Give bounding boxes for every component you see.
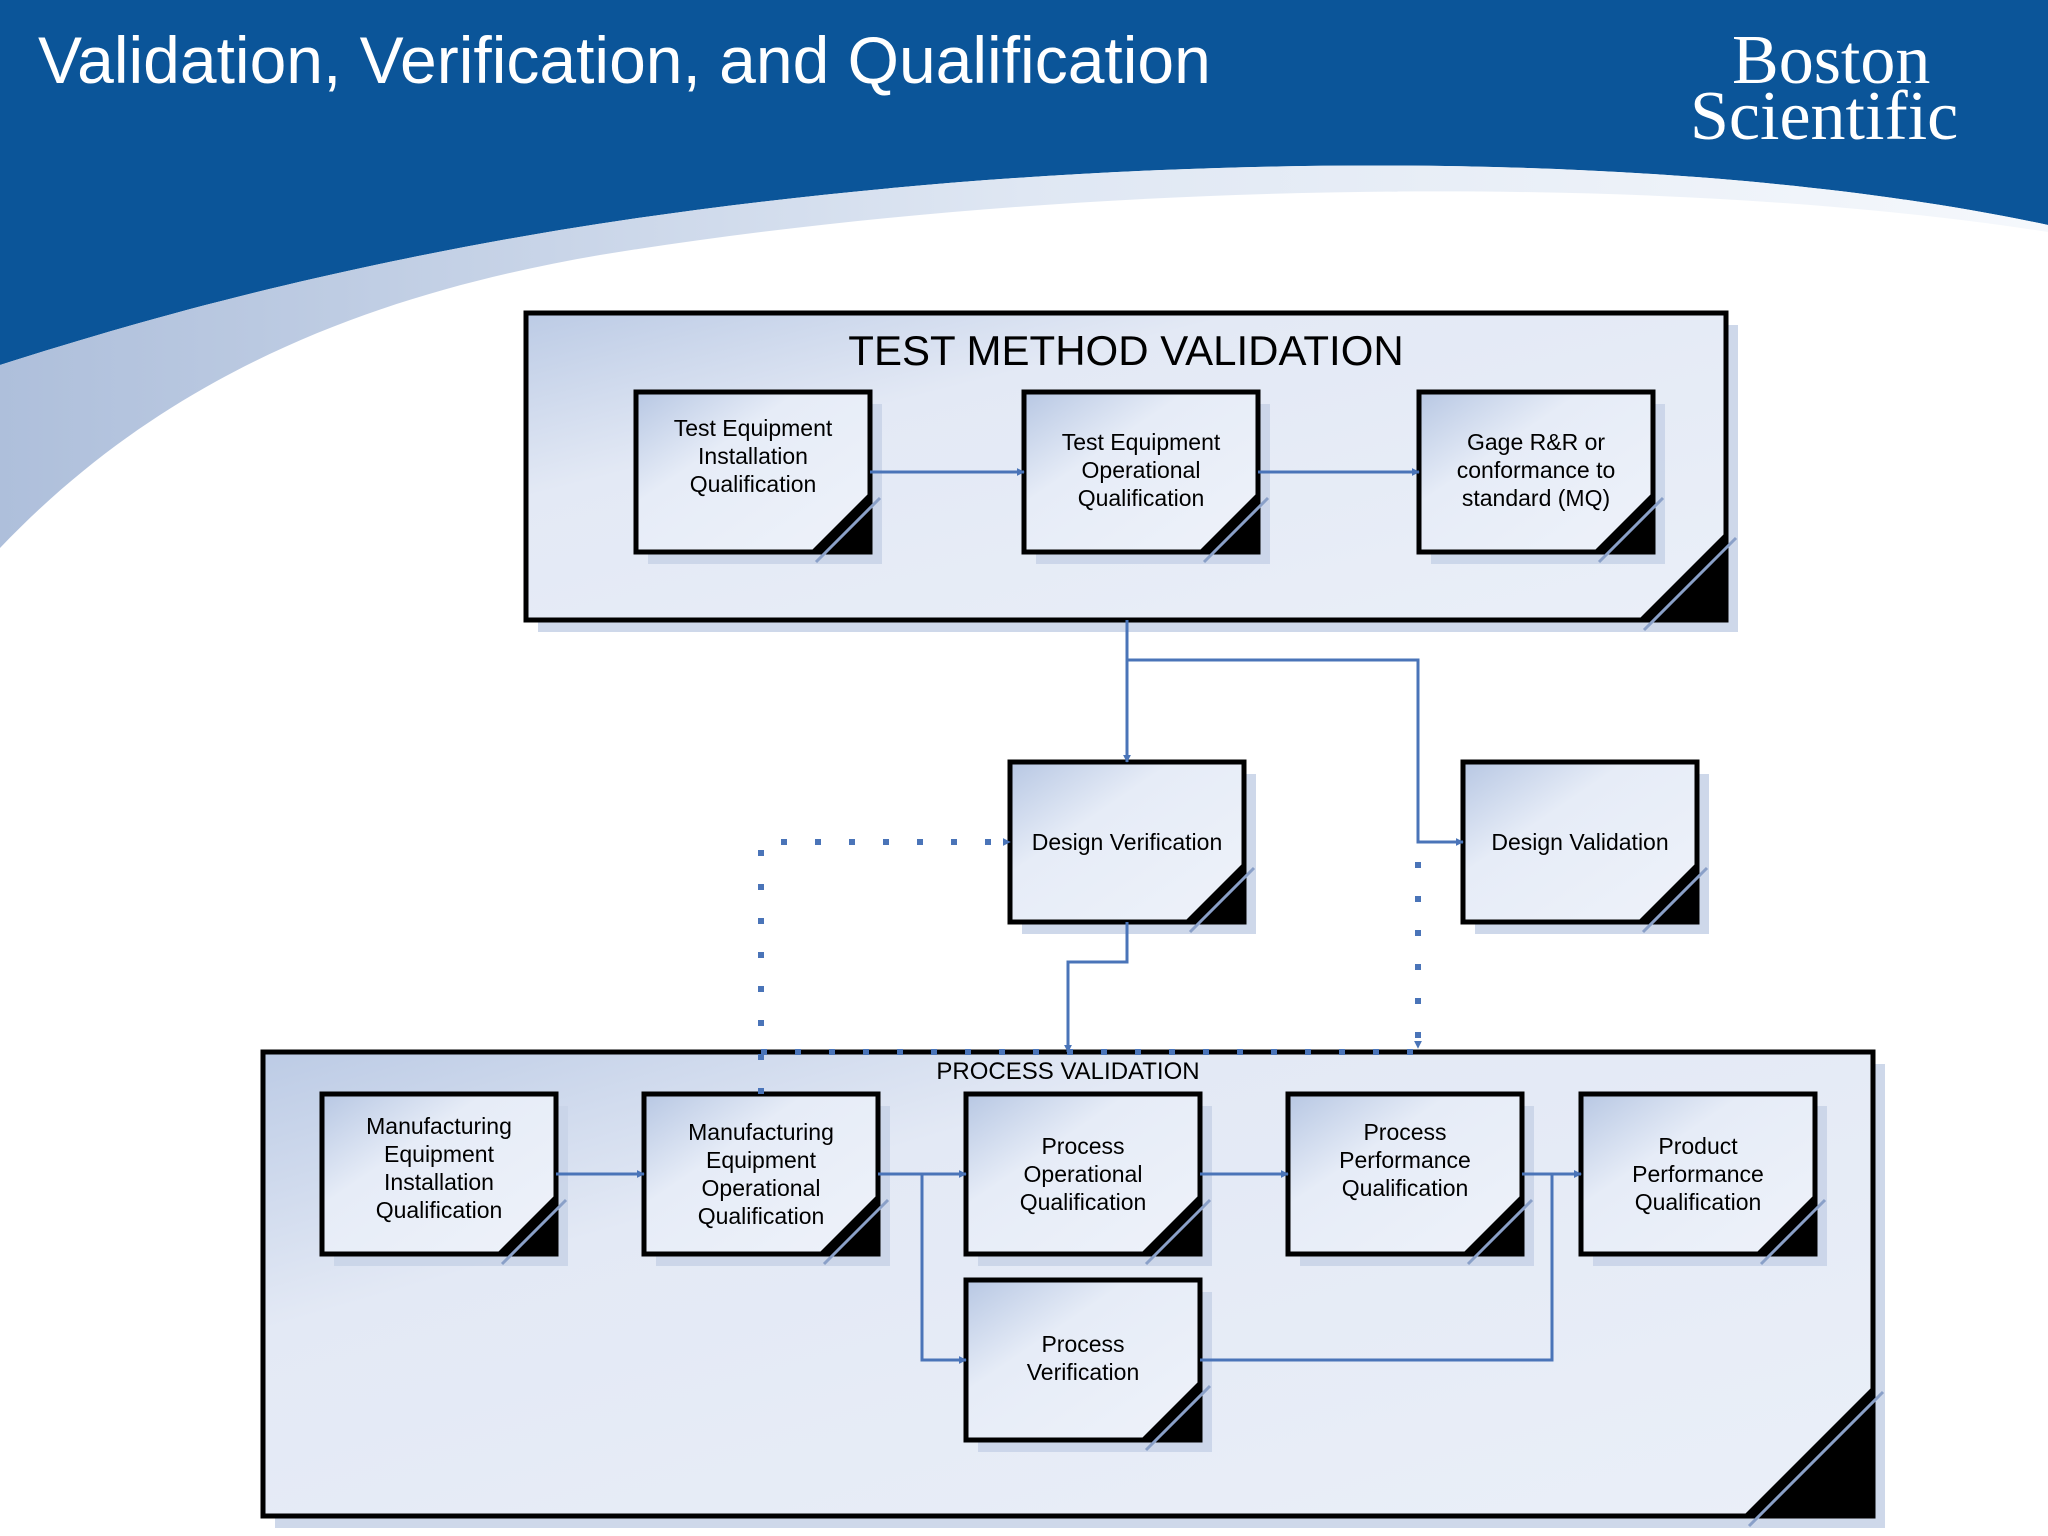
arrow-process-verification-to-product-pq — [1200, 1170, 1582, 1362]
header-swoosh — [0, 165, 2048, 549]
design-validation-box — [1460, 759, 1709, 934]
design-verification-label: Design Verification — [1031, 829, 1223, 855]
test-equipment-iq-label: Test Equipment Installation Qualificatio… — [673, 415, 833, 497]
product-pq-label: Product Performance Qualification — [1632, 1133, 1764, 1215]
gage-rr-label: Gage R&R or conformance to standard (MQ) — [1456, 429, 1616, 511]
process-verification-label: Process Verification — [1026, 1331, 1140, 1385]
test-method-validation-title: TEST METHOD VALIDATION — [848, 327, 1404, 374]
design-validation-label: Design Validation — [1491, 829, 1669, 855]
slide-title: Validation, Verification, and Qualificat… — [38, 23, 1211, 97]
manufacturing-equipment-iq-label: Manufacturing Equipment Installation Qua… — [366, 1113, 512, 1223]
test-equipment-oq-box — [1021, 389, 1270, 564]
test-equipment-oq-label: Test Equipment Operational Qualification — [1061, 429, 1221, 511]
design-verification-box — [1007, 759, 1256, 934]
arrow-meoq-to-process-verification — [920, 1174, 967, 1364]
manufacturing-equipment-oq-label: Manufacturing Equipment Operational Qual… — [688, 1119, 834, 1229]
logo-line-2: Scientific — [1690, 78, 1959, 155]
test-equipment-iq-box — [633, 389, 882, 564]
process-pq-box — [1285, 1091, 1534, 1266]
process-validation-title: PROCESS VALIDATION — [936, 1058, 1200, 1085]
boston-scientific-logo: Boston Scientific — [1690, 22, 1990, 152]
arrow-design-verification-to-process-validation — [1064, 922, 1129, 1053]
gage-rr-box — [1416, 389, 1665, 564]
header-band — [0, 0, 2048, 365]
process-oq-label: Process Operational Qualification — [1019, 1133, 1147, 1215]
manufacturing-equipment-oq-box — [641, 1091, 890, 1266]
arrow-tmv-to-design-validation — [1127, 658, 1464, 846]
process-pq-label: Process Performance Qualification — [1339, 1119, 1471, 1201]
logo-line-1: Boston — [1732, 22, 1931, 99]
product-pq-box — [1578, 1091, 1827, 1266]
